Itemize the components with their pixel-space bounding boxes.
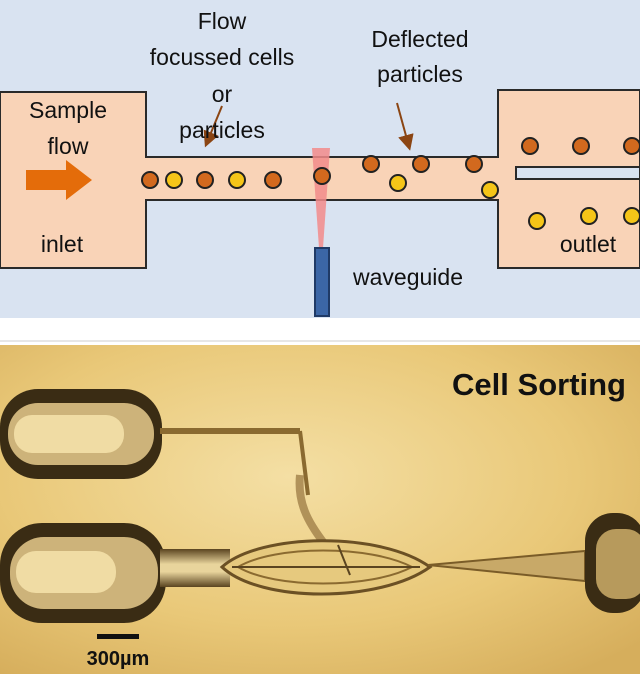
deflected-pointer-arrow: [396, 102, 414, 151]
particle-orange: [264, 171, 282, 189]
label-sample: Sample: [29, 97, 107, 123]
label-outlet: outlet: [560, 231, 617, 257]
photo-title: Cell Sorting: [452, 367, 626, 402]
particle-orange: [623, 137, 640, 155]
label-waveguide: waveguide: [352, 264, 463, 290]
right-capillary: [427, 513, 640, 613]
sample-flow-arrow: [26, 160, 92, 200]
particle-orange: [141, 171, 159, 189]
label-particles: particles: [179, 117, 265, 143]
upper-capillary: [0, 389, 342, 566]
particle-yellow: [528, 212, 546, 230]
lower-left-capillary: [0, 523, 230, 623]
particle-yellow: [228, 171, 246, 189]
particle-yellow: [481, 181, 499, 199]
label-flow: Flow: [198, 8, 247, 34]
label-focussed-cells: focussed cells: [150, 44, 294, 70]
particle-yellow: [389, 174, 407, 192]
particle-orange: [196, 171, 214, 189]
scale-bar-label: 300µm: [87, 648, 150, 670]
micrograph-svg: Cell Sorting 300µm: [0, 345, 640, 674]
particle-orange: [412, 155, 430, 173]
particle-orange: [362, 155, 380, 173]
particle-yellow: [580, 207, 598, 225]
label-deflected: Deflected: [371, 26, 468, 52]
waveguide: [314, 247, 330, 317]
panel-divider: [0, 340, 640, 342]
particle-stream: [141, 155, 499, 199]
label-deflected-particles: particles: [377, 61, 463, 87]
particle-orange: [313, 167, 331, 185]
micrograph-panel: Cell Sorting 300µm: [0, 345, 640, 674]
sorting-chamber: [219, 539, 433, 596]
focussed-pointer-arrow: [203, 105, 223, 148]
particle-orange: [572, 137, 590, 155]
particle-yellow: [165, 171, 183, 189]
outlet-particles: [521, 137, 640, 230]
channel-diagram: Flow focussed cells or particles Deflect…: [0, 0, 640, 318]
particle-orange: [465, 155, 483, 173]
particle-orange: [521, 137, 539, 155]
label-or: or: [212, 81, 233, 107]
channel-diagram-svg: Flow focussed cells or particles Deflect…: [0, 0, 640, 318]
outlet-divider: [515, 166, 640, 180]
label-flow-inlet: flow: [48, 133, 89, 159]
scale-bar: [97, 634, 139, 639]
particle-yellow: [623, 207, 640, 225]
label-inlet: inlet: [41, 231, 84, 257]
